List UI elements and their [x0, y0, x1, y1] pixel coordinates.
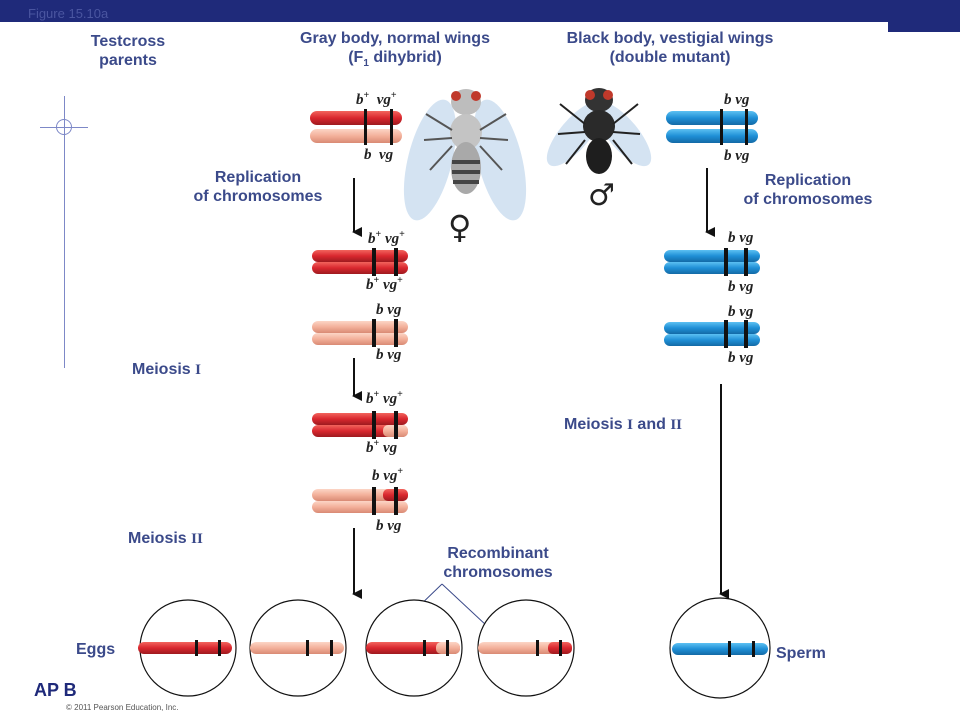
meiosis-1-label: Meiosis I — [132, 360, 201, 380]
male-parent-line2: (double mutant) — [609, 49, 731, 66]
recombinant-label: Recombinant chromosomes — [420, 544, 576, 582]
recombinant-line2: chromosomes — [443, 564, 553, 581]
f1-suffix: dihybrid) — [368, 49, 442, 66]
female-parent-line1: Gray body, normal wings — [300, 30, 490, 47]
meiosis-both-and: and — [632, 416, 671, 433]
male-parent-line1: Black body, vestigial wings — [566, 30, 774, 47]
meiosis-both-label: Meiosis I and II — [564, 415, 682, 435]
allele-label-mrep2-top: b vg — [728, 304, 754, 320]
allele-label-m-top: b vg — [724, 92, 750, 108]
replication-right-line2: of chromosomes — [743, 191, 873, 208]
chromatids-blue-pair-2 — [664, 320, 760, 348]
figure-label: Figure 15.10a — [28, 6, 109, 21]
chromatids-red-pair — [312, 248, 408, 276]
allele-label-f-bottom: b vg — [364, 147, 394, 163]
testcross-line2: parents — [99, 52, 157, 69]
meiosis-2-label: Meiosis II — [128, 529, 203, 549]
fly-female-gray — [403, 89, 527, 221]
copyright: © 2011 Pearson Education, Inc. — [66, 703, 179, 712]
allele-label-m1a-bottom: b+ vg — [366, 438, 398, 456]
allele-label-rep1-top: b+ vg+ — [368, 229, 405, 247]
allele-label-m-bottom: b vg — [724, 148, 750, 164]
chromosome-male-1 — [666, 109, 758, 127]
meiosis-both-numeral2: II — [670, 417, 683, 433]
egg-cell-3-recombinant — [365, 599, 463, 697]
replication-right-label: Replication of chromosomes — [722, 171, 894, 209]
top-bar-right-tab — [888, 22, 960, 32]
replication-left-line2: of chromosomes — [193, 188, 323, 205]
eggs-label: Eggs — [76, 641, 116, 658]
meiosis-both-word: Meiosis — [564, 416, 628, 433]
decor-circle — [56, 119, 72, 135]
allele-label-mrep1-top: b vg — [728, 230, 754, 246]
replication-left-line1: Replication — [214, 169, 302, 186]
meiosis-2-word: Meiosis — [128, 530, 192, 547]
chromatids-blue-pair-1 — [664, 248, 760, 276]
allele-label-m1a-top: b+ vg+ — [366, 389, 403, 407]
female-parent-line2: (F1 dihybrid) — [270, 48, 520, 73]
sperm-label: Sperm — [776, 645, 826, 662]
allele-label-f-top: b+ vg+ — [356, 90, 397, 108]
chromatids-after-meiosis1-red — [312, 411, 408, 439]
decor-vertical-line — [64, 96, 65, 368]
recombinant-line1: Recombinant — [447, 545, 549, 562]
testcross-line1: Testcross — [90, 33, 166, 50]
allele-label-m1b-bottom: b vg — [376, 518, 402, 534]
chromosome-female-dominant — [310, 109, 402, 127]
egg-cell-2 — [249, 599, 347, 697]
replication-left-label: Replication of chromosomes — [172, 168, 344, 206]
chromosome-male-2 — [666, 127, 758, 145]
egg-cell-1 — [138, 599, 237, 697]
fly-male-black — [546, 88, 652, 174]
chromatids-pink-pair — [312, 319, 408, 347]
chromatids-after-meiosis1-pink — [312, 487, 408, 515]
male-parent-label: Black body, vestigial wings (double muta… — [540, 29, 800, 67]
replication-right-line1: Replication — [764, 172, 852, 189]
ap-biology-text: AP B — [34, 680, 77, 700]
allele-label-mrep1-bottom: b vg — [728, 279, 754, 295]
allele-label-rep2-top: b vg — [376, 302, 402, 318]
meiosis-both-numeral1: I — [627, 417, 633, 433]
female-parent-label: Gray body, normal wings (F1 dihybrid) — [270, 29, 520, 73]
allele-label-rep1-bottom: b+ vg+ — [366, 275, 403, 293]
f1-subscript: 1 — [363, 58, 369, 70]
female-symbol: ♀ — [448, 208, 472, 246]
meiosis-2-numeral: II — [191, 531, 203, 547]
testcross-parents-label: Testcross parents — [72, 32, 184, 70]
top-bar — [0, 0, 960, 22]
chromosome-female-recessive — [310, 127, 402, 145]
meiosis-1-numeral: I — [195, 362, 201, 378]
egg-cell-4-recombinant — [477, 599, 575, 697]
f1-prefix: (F — [348, 49, 364, 66]
allele-label-rep2-bottom: b vg — [376, 347, 402, 363]
allele-label-mrep2-bottom: b vg — [728, 350, 754, 366]
sperm-cell — [669, 597, 771, 699]
allele-label-m1b-top: b vg+ — [372, 466, 404, 484]
meiosis-1-word: Meiosis — [132, 361, 196, 378]
male-symbol: ♂ — [588, 178, 615, 213]
